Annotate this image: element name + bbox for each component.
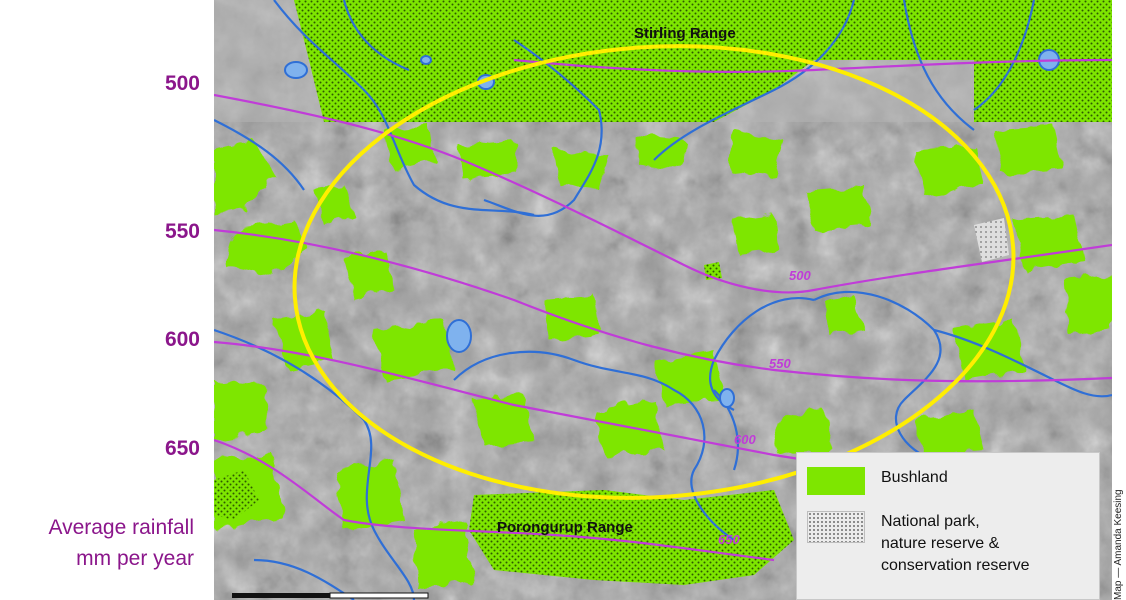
legend-item-bushland: Bushland (807, 467, 948, 495)
stirling-range-label: Stirling Range (634, 25, 736, 42)
legend-label-national-park: National park, nature reserve & conserva… (881, 513, 1030, 574)
rainfall-label-600: 600 (164, 328, 200, 351)
rainfall-label-550: 550 (164, 220, 200, 243)
small-park-west (214, 470, 259, 520)
terrain-map: 500 550 600 650 Stirling Range Poronguru… (214, 0, 1112, 600)
isohyet-north (513, 58, 1112, 74)
isohyet-500 (214, 93, 1112, 294)
isohyet-label-550: 550 (769, 356, 791, 371)
bushland-swatch-icon (807, 467, 865, 495)
rainfall-label-650: 650 (164, 437, 200, 460)
porongurup-range-park (469, 490, 794, 585)
map-legend: Bushland National park, nature reserve &… (796, 452, 1100, 600)
map-credit: Map — Amanda Keesing (1113, 489, 1124, 600)
stirling-range-park (294, 0, 1112, 122)
map-panel[interactable]: 500 550 600 650 Stirling Range Poronguru… (214, 0, 1112, 600)
porongurup-range-label: Porongurup Range (497, 519, 633, 536)
isohyet-550 (214, 228, 1112, 383)
isohyet-label-600: 600 (734, 432, 756, 447)
scale-bar-segment (329, 592, 429, 599)
scale-bar (232, 593, 330, 598)
conservation-reserve-east (974, 218, 1009, 262)
isohyet-label-650: 650 (718, 532, 740, 547)
national-park-swatch-icon (807, 511, 865, 543)
isohyet-label-500: 500 (789, 268, 811, 283)
isohyet-650 (214, 438, 775, 562)
legend-item-national-park: National park, nature reserve & conserva… (807, 511, 1030, 577)
legend-label-bushland: Bushland (881, 469, 948, 486)
rivers (214, 0, 1112, 600)
isohyet-lines (214, 58, 1112, 562)
rainfall-label-500: 500 (164, 72, 200, 95)
rainfall-caption: Average rainfall mm per year (48, 516, 194, 570)
study-area-ellipse (292, 44, 1016, 500)
